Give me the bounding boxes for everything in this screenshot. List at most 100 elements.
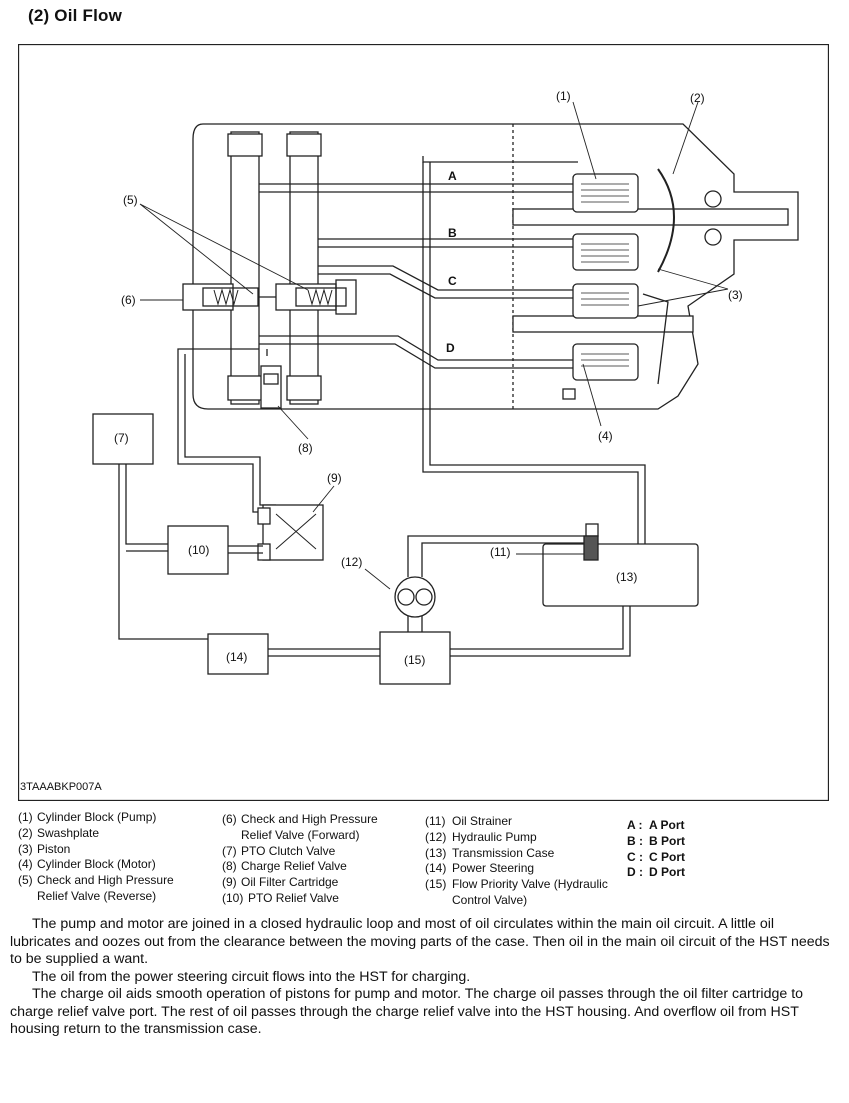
callout-8: (8) <box>298 441 313 455</box>
legend-port-text: A Port <box>649 818 685 832</box>
callout-3: (3) <box>728 288 743 302</box>
legend-column-3: (11)Oil Strainer (12)Hydraulic Pump (13)… <box>425 814 608 909</box>
port-d-passage-upper <box>259 335 578 361</box>
pump-gear-right <box>415 588 433 606</box>
leader-4 <box>582 363 602 427</box>
callout-1: (1) <box>556 89 571 103</box>
legend-num: (10) <box>222 890 244 905</box>
filter-element <box>275 513 317 550</box>
legend-num: (14) <box>425 861 447 876</box>
legend-num: (11) <box>425 814 446 828</box>
legend-num: (7) <box>222 843 237 858</box>
legend-item: (14)Power Steering <box>425 861 608 877</box>
motor-piston-lines-upper <box>581 292 629 306</box>
filter-port-upper <box>257 507 271 525</box>
line-priority-to-case <box>450 606 631 657</box>
legend-text: Relief Valve (Forward) <box>241 827 360 842</box>
leader-2 <box>672 101 699 175</box>
legend-port-key: A : <box>627 818 643 832</box>
line-pto-branch <box>125 464 168 552</box>
legend-num: (4) <box>18 857 33 872</box>
flow-priority-valve <box>379 631 451 685</box>
legend-num: (5) <box>18 873 33 888</box>
leader-5 <box>139 203 309 295</box>
power-steering <box>207 633 269 675</box>
section-heading: (2) Oil Flow <box>28 6 123 25</box>
legend-item: (7) PTO Clutch Valve <box>222 844 378 860</box>
legend-text: PTO Clutch Valve <box>241 843 336 858</box>
callout-9: (9) <box>327 471 342 485</box>
legend-port-key: D : <box>627 865 643 880</box>
legend-item: (5)Check and High Pressure <box>18 873 174 889</box>
swashplate <box>657 168 675 273</box>
valve-spool-reverse <box>295 287 347 307</box>
legend-column-1: (1)Cylinder Block (Pump) (2)Swashplate (… <box>18 810 174 905</box>
motor-swashplate <box>642 293 669 385</box>
line-pto-to-steering <box>118 464 208 640</box>
bearing-lower <box>704 228 722 246</box>
callout-11: (11) <box>490 545 510 559</box>
legend-text: Relief Valve (Reverse) <box>37 888 157 903</box>
paragraph: The charge oil aids smooth operation of … <box>10 986 804 1037</box>
transmission-case <box>542 543 699 607</box>
leader-1 <box>572 101 597 180</box>
legend-item: (10)PTO Relief Valve <box>222 891 378 907</box>
legend-num: (12) <box>425 829 447 844</box>
paragraph: The pump and motor are joined in a close… <box>10 916 830 967</box>
oil-filter-cartridge <box>262 504 324 561</box>
oil-strainer <box>583 535 599 561</box>
hydraulic-pump <box>394 576 436 618</box>
port-a-label: A <box>448 169 457 183</box>
legend-text: Oil Strainer <box>452 814 513 828</box>
legend-port-item: C : C Port <box>627 850 685 866</box>
pto-clutch-valve <box>92 413 154 465</box>
legend-port-item: B :B Port <box>627 834 685 850</box>
callout-13: (13) <box>616 570 637 584</box>
figure-border <box>17 43 830 802</box>
pump-cylinder-block-upper <box>572 173 639 213</box>
legend-num: (1) <box>18 810 33 824</box>
legend-item: (4) Cylinder Block (Motor) <box>18 857 174 873</box>
legend-num: (13) <box>425 845 447 860</box>
motor-piston-lines-lower <box>581 353 629 367</box>
legend-item: (6)Check and High Pressure <box>222 812 378 828</box>
legend-column-2: (6)Check and High Pressure Relief Valve … <box>222 812 378 907</box>
left-bore-cap <box>227 133 263 157</box>
legend-num: (15) <box>425 877 447 892</box>
pto-relief-valve <box>167 525 229 575</box>
legend-ports: A :A Port B :B Port C :C Port D :D Port <box>627 818 685 881</box>
legend-item: (2)Swashplate <box>18 826 174 842</box>
upper-passage <box>422 156 578 163</box>
motor-cylinder-block-upper <box>572 283 639 319</box>
line-overflow-to-case-inner <box>429 162 646 544</box>
legend-text: Cylinder Block (Motor) <box>37 857 156 872</box>
motor-cylinder-block-lower <box>572 343 639 381</box>
valve-end-cap <box>335 279 357 315</box>
legend-num: (6) <box>222 812 237 826</box>
legend-port-key: C : <box>627 849 643 864</box>
legend-text: Charge Relief Valve <box>241 859 347 874</box>
diagram-figure: A B C D (1) (2) (3) (4) (5) (6) (7) (8) … <box>17 43 830 802</box>
right-bore <box>289 131 319 405</box>
callout-5: (5) <box>123 193 138 207</box>
legend-item: Relief Valve (Forward) <box>222 828 378 844</box>
leader-8 <box>277 405 309 440</box>
legend-text: Flow Priority Valve (Hydraulic <box>452 877 608 892</box>
right-bore-cap <box>286 133 322 157</box>
description-text: The pump and motor are joined in a close… <box>10 916 836 1039</box>
figure-code: 3TAAABKP007A <box>20 781 102 793</box>
right-bore-plug <box>286 375 322 401</box>
left-bore-plug <box>227 375 263 401</box>
leader-9 <box>312 485 335 513</box>
port-c-passage-upper <box>318 265 578 291</box>
legend-text: Transmission Case <box>452 845 555 860</box>
charge-relief-valve <box>260 365 282 409</box>
callout-7: (7) <box>114 431 129 445</box>
legend-port-key: B : <box>627 833 643 848</box>
legend-item: (3)Piston <box>18 842 174 858</box>
legend-port-text: C Port <box>649 849 685 864</box>
line-steering-to-priority <box>268 648 380 657</box>
pump-gear-left <box>397 588 415 606</box>
pump-piston-lines-lower <box>581 243 629 263</box>
port-d-passage-lower <box>259 343 578 369</box>
